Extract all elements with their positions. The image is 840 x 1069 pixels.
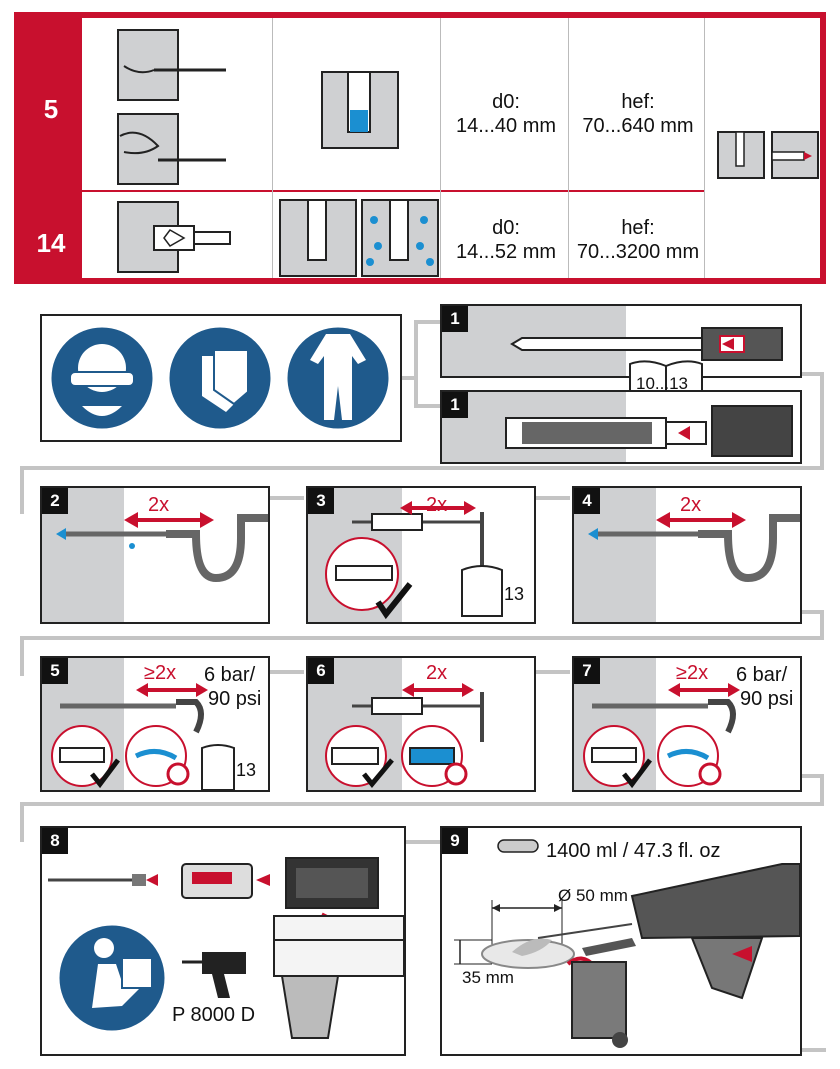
d0-spec: d0:14...52 mm — [455, 217, 557, 263]
step-8-prepare-dispenser: P 8000 D 8 — [40, 826, 406, 1056]
repeat-count: 2x — [148, 494, 170, 516]
air-pressure-bar: 6 bar/ — [736, 664, 788, 686]
dispenser-model: P 8000 D — [172, 1004, 256, 1026]
step-3-brush: 2x 13 3 — [306, 486, 536, 624]
repeat-count: 2x — [426, 494, 448, 516]
repeat-count: ≥2x — [676, 662, 709, 684]
gloves-icon — [166, 324, 274, 432]
row-number: 5 — [43, 94, 59, 124]
step-number: 5 — [42, 658, 68, 684]
air-pressure-psi: 90 psi — [740, 688, 794, 710]
ppe-icons — [48, 324, 392, 432]
air-pressure-bar: 6 bar/ — [204, 664, 256, 686]
step-2-flush-water: 2x 2 — [40, 486, 270, 624]
repeat-count: 2x — [680, 494, 702, 516]
step-7-compressed-air: ≥2x 6 bar/ 90 psi 7 — [572, 656, 802, 792]
step-number: 9 — [442, 828, 468, 854]
row-number-column — [20, 18, 82, 278]
manual-pages: 13 — [236, 760, 257, 780]
repeat-count: 2x — [426, 662, 448, 684]
hef-spec: hef:70...640 mm — [582, 91, 694, 137]
manual-pages: 10...13 — [636, 374, 688, 393]
eye-protection-icon — [48, 324, 156, 432]
mortar-height: 35 mm — [462, 968, 514, 987]
repeat-count: ≥2x — [144, 662, 177, 684]
installation-orientation-icons — [717, 131, 819, 179]
air-pressure-psi: 90 psi — [208, 688, 262, 710]
ppe-panel — [40, 314, 402, 442]
dry-and-wet-hole-icons — [279, 199, 439, 277]
d0-spec: d0:14...40 mm — [455, 91, 557, 137]
dry-hole-icon — [321, 71, 399, 149]
step-number: 4 — [574, 488, 600, 514]
step-number: 3 — [308, 488, 334, 514]
row-number: 14 — [36, 228, 66, 258]
step-1-diamond-coring: 1 — [440, 390, 802, 464]
manual-pages: 13 — [504, 584, 525, 604]
step-5-compressed-air: ≥2x 6 bar/ 90 psi 13 5 — [40, 656, 270, 792]
mortar-diameter: Ø 50 mm — [558, 886, 628, 905]
diamond-core-drill-illustration — [117, 201, 231, 273]
step-1-hammer-drilling: 1 — [440, 304, 802, 378]
step-number: 1 — [442, 306, 468, 332]
row-divider — [20, 190, 704, 192]
step-number: 8 — [42, 828, 68, 854]
anchor-spec-table: 5 14 d0:14...40 mm — [14, 12, 826, 284]
hammer-drill-illustration — [117, 29, 226, 185]
step-number: 2 — [42, 488, 68, 514]
step-6-brush: 2x 6 — [306, 656, 536, 792]
hef-spec: hef:70...3200 mm — [576, 217, 700, 263]
protective-clothing-icon — [284, 324, 392, 432]
step-number: 6 — [308, 658, 334, 684]
step-number: 7 — [574, 658, 600, 684]
step-9-discard-initial-mortar: 1400 ml / 47.3 fl. oz Ø 50 mm 35 mm 9 — [440, 826, 802, 1056]
step-number: 1 — [442, 392, 468, 418]
step-4-flush-water: 2x 4 — [572, 486, 802, 624]
cartridge-volume: 1400 ml / 47.3 fl. oz — [546, 840, 721, 862]
